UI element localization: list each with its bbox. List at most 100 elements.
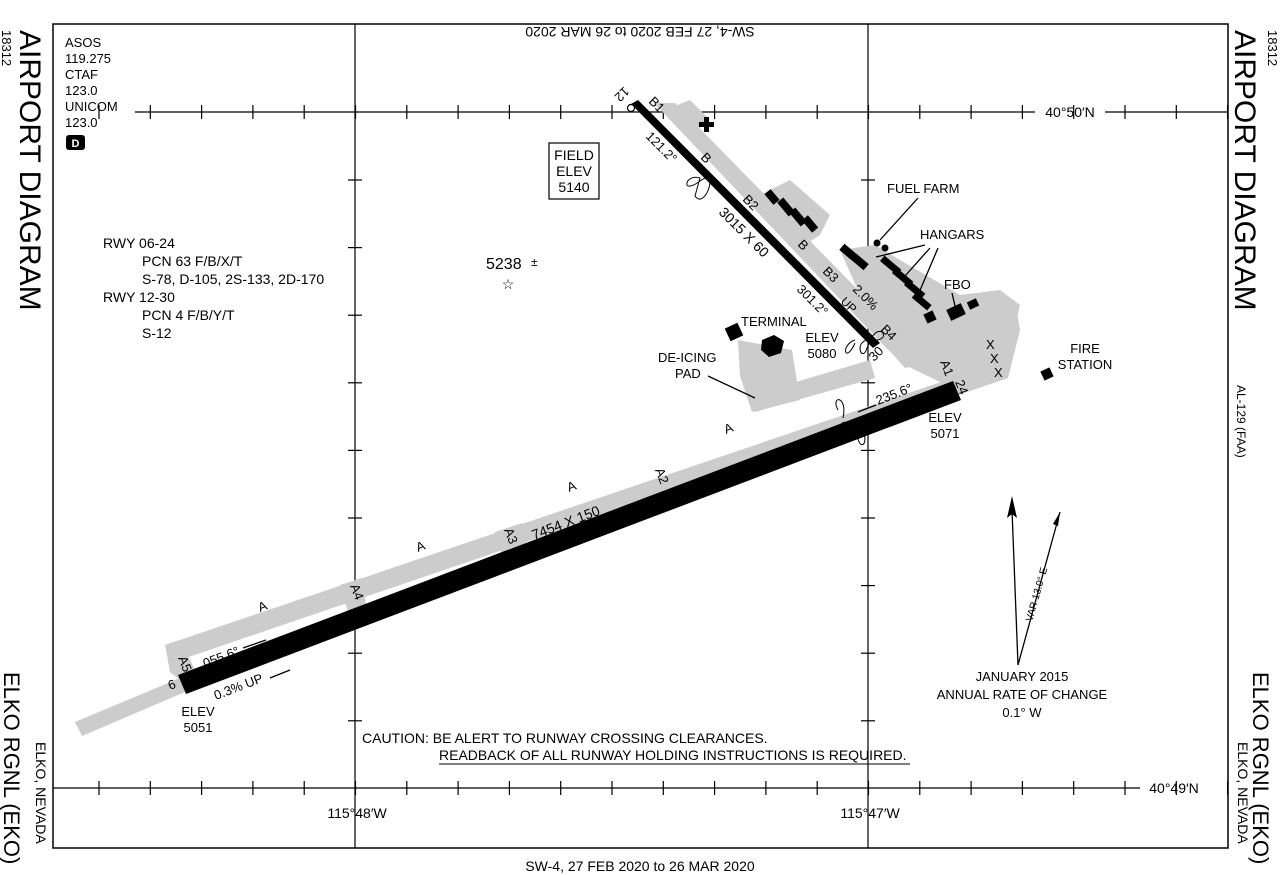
rate-of-change-value: 0.1° W [1002,705,1042,720]
deicing-leader [707,375,756,399]
lon-label-left: 115°48′W [327,805,387,821]
diagram-frame [52,23,1229,849]
hangars-label: HANGARS [920,227,985,242]
caution-line-1: CAUTION: BE ALERT TO RUNWAY CROSSING CLE… [362,730,768,746]
twy-label-a-2: A [414,538,428,555]
location-right: ELKO, NEVADA [1235,742,1251,844]
b2-hangar-3 [789,207,807,227]
obstacle-plusminus: ± [531,255,538,269]
variation-label: VAR 13.0° E [1024,566,1050,623]
freq-ctaf-label: CTAF [65,67,98,82]
hold-mark-3: X [994,365,1003,380]
field-elev-value: 5140 [558,179,589,195]
rwy-06-24-pcn: PCN 63 F/B/X/T [142,253,243,269]
procedure-number-right: 18312 [1265,30,1280,66]
airport-name-right: ELKO RGNL (EKO) [1248,672,1273,864]
fbo-leader [951,292,956,307]
effective-date-top: SW-4, 27 FEB 2020 to 26 MAR 2020 [525,24,755,40]
rwy-06-elev-value: 5051 [184,720,213,735]
hangars-leader-2 [904,247,931,277]
airspace-class-box [66,135,85,150]
al-number: AL-129 (FAA) [1234,385,1248,458]
terminal-label: TERMINAL [741,314,807,329]
terminal-building-2 [761,335,784,357]
twy-label-a4: A4 [347,582,367,602]
mag-north-arrow-line [1017,511,1061,666]
rwy-06-heading-arrow [242,639,267,649]
magnetic-variation: VAR 13.0° E JANUARY 2015 ANNUAL RATE OF … [937,496,1108,720]
lat-label-bottom: 40°49′N [1149,780,1198,796]
rwy-30-elev-value: 5080 [808,346,837,361]
deicing-label-2: PAD [675,366,701,381]
taxiway-a [165,362,1008,662]
terminal-building [724,322,744,342]
runway-end-12: 12 [612,84,633,105]
buildings [699,117,1054,381]
twy-label-a3: A3 [501,526,521,546]
twy-label-a5: A5 [175,654,195,674]
b-apron-north [665,100,710,135]
rwy-06-24-strength: S-78, D-105, 2S-133, 2D-170 [142,271,324,287]
rwy-24-elev-label: ELEV [928,410,962,425]
deicing-label-1: DE-ICING [658,350,717,365]
runway-12-threshold [626,103,636,113]
field-elev-line2: ELEV [556,163,592,179]
runway-end-24: 24 [952,378,971,397]
freq-ctaf-value: 123.0 [65,83,98,98]
hangars-leader-3 [917,247,939,296]
b3-hangar-5 [904,279,926,300]
effective-date-bottom: SW-4, 27 FEB 2020 to 26 MAR 2020 [525,858,755,874]
b3-hangar-1 [839,243,857,261]
airport-name-left: ELKO RGNL (EKO) [0,672,24,864]
hold-mark-1: X [986,337,995,352]
rwy-12-30-title: RWY 12-30 [103,289,175,305]
rwy-06-slope-arrow [269,669,291,679]
airspace-class-letter: D [72,138,80,150]
terminal-apron [752,360,875,412]
b3-hangar-6 [911,292,932,311]
fuel-tank-2 [881,244,889,252]
light-symbol-24b [835,399,845,419]
fire-station-building [1040,367,1054,381]
obstacle-star-icon: ☆ [502,276,515,292]
fbo-label: FBO [944,277,971,292]
twy-label-a-4: A [722,420,736,437]
freq-asos-label: ASOS [65,35,101,50]
twy-label-a-1: A [256,598,270,615]
airport-diagram-title-right: AIRPORT DIAGRAM [1228,30,1261,311]
location-left: ELKO, NEVADA [33,742,49,844]
true-north-arrow-line [1011,509,1019,666]
fuel-farm-label: FUEL FARM [887,181,959,196]
fbo-building-2 [923,310,937,324]
fire-station-label-2: STATION [1058,357,1112,372]
rwy-30-elev-label: ELEV [805,330,839,345]
rwy-12-30-strength: S-12 [142,325,172,341]
obstacle-elevation: 5238 [486,256,522,273]
rwy-24-elev-value: 5071 [931,426,960,441]
b2-hangar-1 [764,189,780,205]
freq-unicom-value: 123.0 [65,115,98,130]
lat-label-top: 40°50′N [1045,104,1094,120]
procedure-number-left: 18312 [0,30,14,66]
freq-asos-value: 119.275 [65,51,111,66]
lon-label-right: 115°47′W [840,805,900,821]
fuel-farm-leader [879,197,919,241]
airport-diagram-title-left: AIRPORT DIAGRAM [13,30,46,311]
runway-06-24 [178,381,961,694]
light-symbol-12 [686,176,711,200]
light-symbol-30b [845,339,856,354]
b3-hangar-2 [851,253,869,271]
fire-station-label-1: FIRE [1070,341,1100,356]
lighting-symbols [686,176,884,446]
twy-label-a2: A2 [652,466,672,486]
fbo-annex [966,298,980,310]
taxiway-a4 [340,578,366,612]
light-symbol-30 [859,330,884,355]
rwy-24-heading-arrow [857,404,877,413]
rwy-12-30-pcn: PCN 4 F/B/Y/T [142,307,235,323]
variation-date: JANUARY 2015 [976,669,1069,684]
b2-hangar-4 [801,215,819,233]
caution-line-2: READBACK OF ALL RUNWAY HOLDING INSTRUCTI… [439,747,907,763]
light-symbol-24 [840,421,866,446]
